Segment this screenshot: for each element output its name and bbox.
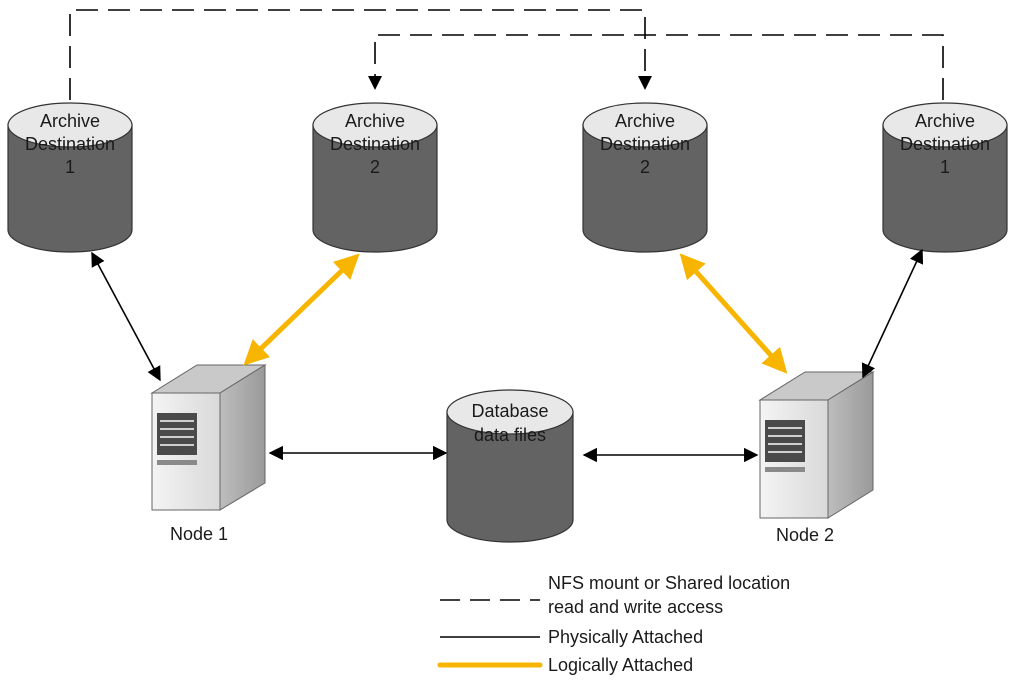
logical-n1-dest2 — [243, 253, 360, 366]
disk-label-line2: Destination — [330, 134, 420, 154]
database-label-line2: data files — [474, 425, 546, 445]
logical-links — [243, 253, 788, 374]
disk-label-line3: 1 — [940, 157, 950, 177]
node1-label: Node 1 — [170, 524, 228, 544]
nfs-link-dest1 — [69, 9, 646, 100]
legend-physical: Physically Attached — [548, 627, 703, 647]
disk-label-line1: Archive — [40, 111, 100, 131]
disk-database: Database data files — [446, 389, 574, 543]
disk-label-line2: Destination — [25, 134, 115, 154]
legend-logical: Logically Attached — [548, 655, 693, 675]
legend-nfs-line2: read and write access — [548, 597, 723, 617]
disk-n2-dest2: Archive Destination 2 — [582, 102, 708, 253]
server-node1 — [150, 364, 267, 511]
disk-label-line1: Archive — [915, 111, 975, 131]
logical-n2-dest2 — [679, 253, 788, 374]
link-n2-dest1 — [861, 248, 924, 379]
physical-links — [91, 248, 924, 463]
disk-label-line3: 2 — [640, 157, 650, 177]
disk-label-line3: 2 — [370, 157, 380, 177]
disk-n2-dest1: Archive Destination 1 — [882, 102, 1008, 253]
nfs-arrowheads — [368, 76, 652, 90]
legend-nfs-line1: NFS mount or Shared location — [548, 573, 790, 593]
nfs-arrow-to-n1-dest2 — [368, 76, 382, 90]
disk-label-line1: Archive — [345, 111, 405, 131]
node2-label: Node 2 — [776, 525, 834, 545]
database-label-line1: Database — [471, 401, 548, 421]
disk-n1-dest2: Archive Destination 2 — [312, 102, 438, 253]
legend: NFS mount or Shared location read and wr… — [437, 573, 790, 675]
server-node2 — [758, 371, 875, 519]
disk-label-line2: Destination — [900, 134, 990, 154]
nfs-arrow-to-n2-dest2 — [638, 76, 652, 90]
link-n1-dest1 — [91, 251, 161, 382]
disk-n1-dest1: Archive Destination 1 — [7, 102, 133, 253]
disk-label-line2: Destination — [600, 134, 690, 154]
disk-label-line3: 1 — [65, 157, 75, 177]
nfs-shared-links — [69, 9, 944, 100]
disk-label-line1: Archive — [615, 111, 675, 131]
nfs-link-dest2 — [374, 34, 944, 100]
